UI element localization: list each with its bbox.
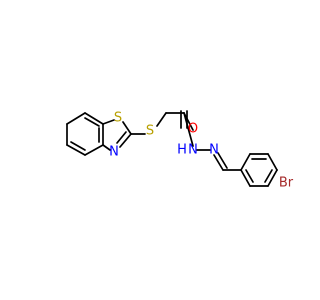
bond: [240, 153, 251, 171]
bond: [183, 112, 194, 147]
bond: [102, 119, 115, 125]
bond: [240, 169, 251, 187]
bonds: [66, 110, 278, 187]
bond-inner: [245, 169, 254, 183]
atom-label-n-ring: N: [109, 145, 119, 160]
bond-inner: [70, 141, 86, 151]
bond-inner: [84, 117, 100, 127]
bond-inner: [264, 169, 273, 183]
atom-label-n-imine: N: [209, 143, 219, 158]
bond: [213, 154, 224, 171]
bond: [102, 144, 111, 151]
bond: [122, 121, 132, 135]
bond: [156, 112, 167, 127]
atom-label-br: Br: [279, 176, 294, 191]
bond: [267, 169, 278, 187]
bond-double: [116, 131, 127, 144]
atom-label-n-hydrazide: N: [188, 143, 198, 158]
bond: [66, 144, 86, 156]
atom-labels: S N S O N H N Br: [109, 111, 294, 191]
bond: [66, 112, 86, 125]
atom-label-h-hydrazide: H: [177, 143, 187, 158]
bond: [84, 144, 104, 156]
bond: [119, 133, 132, 148]
chemical-structure-diagram: S N S O N H N Br: [66, 110, 294, 191]
bond-double: [217, 152, 228, 169]
atom-label-s-thioether: S: [146, 124, 154, 139]
atom-label-s-ring: S: [114, 111, 122, 126]
bond: [267, 153, 278, 171]
bond: [84, 112, 104, 125]
atom-label-o-carbonyl: O: [188, 122, 198, 137]
